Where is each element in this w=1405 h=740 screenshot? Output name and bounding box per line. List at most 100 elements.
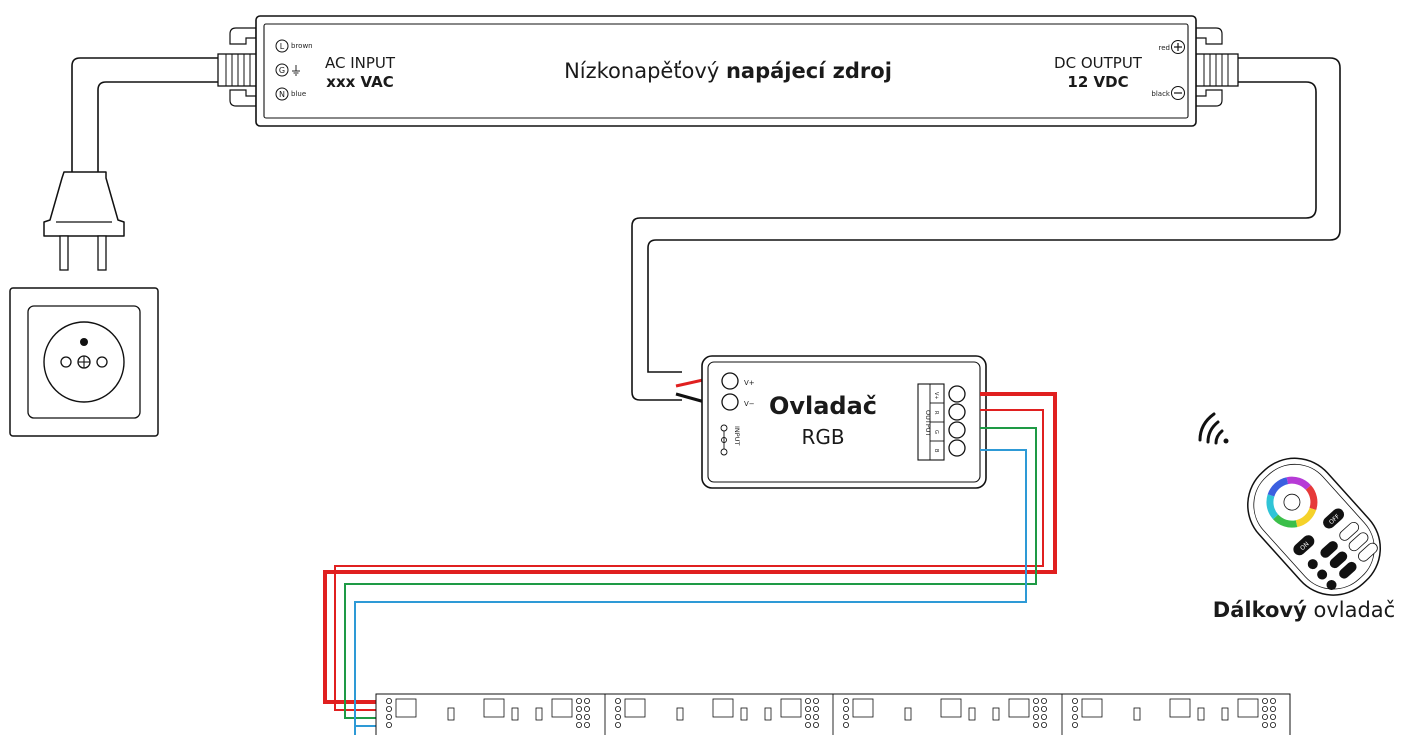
svg-text:OUTPUT: OUTPUT <box>924 410 932 437</box>
solder-pad <box>1270 714 1277 721</box>
svg-text:ON: ON <box>1299 541 1311 552</box>
ac-cable <box>71 57 222 172</box>
input-terminal-vplus: V+ <box>721 372 755 390</box>
rgb-controller: V+ V− INPUT Ovladač RGB OUTPUT V+ R G B <box>701 355 987 489</box>
ac-input-value: xxx VAC <box>326 73 393 91</box>
svg-text:red: red <box>1159 44 1170 52</box>
solder-pad <box>1072 706 1079 713</box>
wall-socket <box>9 287 159 437</box>
psu-title: Nízkonapěťový napájecí zdroj <box>564 59 892 83</box>
solder-pad <box>813 714 820 721</box>
solder-pad <box>805 706 812 713</box>
dc-cable <box>631 57 1341 401</box>
terminal-plus: red <box>1159 40 1185 54</box>
solder-pad <box>1033 722 1040 729</box>
solder-pad <box>1041 714 1048 721</box>
solder-pad <box>813 706 820 713</box>
svg-text:V+: V+ <box>933 392 939 400</box>
solder-pad <box>1262 714 1269 721</box>
led-chip <box>551 698 573 718</box>
resistor <box>740 707 748 721</box>
svg-text:blue: blue <box>291 90 306 98</box>
svg-text:R: R <box>933 411 939 415</box>
solder-pad <box>385 714 392 721</box>
led-chip <box>624 698 646 718</box>
solder-pad <box>813 722 820 729</box>
solder-pad <box>843 722 850 729</box>
input-polarity-icon <box>720 424 728 456</box>
remote-off-button <box>1323 508 1345 529</box>
solder-pad <box>1262 722 1269 729</box>
terminal-minus: black <box>1151 86 1185 100</box>
input-label: INPUT <box>733 426 741 445</box>
svg-text:black: black <box>1151 90 1171 98</box>
remote-label: Dálkový ovladač <box>1213 598 1395 622</box>
solder-pad <box>1033 714 1040 721</box>
solder-pad <box>576 714 583 721</box>
remote-control: ON OFF <box>1247 457 1382 596</box>
resistor <box>1133 707 1141 721</box>
led-chip <box>395 698 417 718</box>
svg-text:G: G <box>279 66 285 75</box>
ac-input-label: AC INPUT <box>325 54 396 72</box>
terminal-G: G <box>275 63 300 77</box>
color-wheel-icon <box>1266 476 1318 528</box>
led-chip <box>483 698 505 718</box>
solder-pad <box>1262 706 1269 713</box>
solder-pad <box>385 706 392 713</box>
resistor <box>968 707 976 721</box>
resistor <box>992 707 1000 721</box>
led-chip <box>852 698 874 718</box>
svg-text:V−: V− <box>744 400 755 408</box>
solder-pad <box>1270 722 1277 729</box>
svg-text:N: N <box>279 90 285 99</box>
solder-pad <box>805 698 812 705</box>
controller-subtitle: RGB <box>801 425 844 449</box>
solder-pad <box>805 714 812 721</box>
solder-pad <box>1072 722 1079 729</box>
resistor <box>1197 707 1205 721</box>
led-chip <box>780 698 802 718</box>
led-chip <box>1081 698 1103 718</box>
strain-relief-left <box>217 53 259 87</box>
solder-pad <box>1270 698 1277 705</box>
solder-pad <box>1041 722 1048 729</box>
svg-text:brown: brown <box>291 42 313 50</box>
led-chip <box>1169 698 1191 718</box>
psu-body <box>255 15 1197 127</box>
led-chip <box>1008 698 1030 718</box>
solder-pad <box>1270 706 1277 713</box>
input-terminal-vminus: V− <box>721 393 755 411</box>
solder-pad <box>1041 706 1048 713</box>
resistor <box>904 707 912 721</box>
solder-pad <box>385 698 392 705</box>
solder-pad <box>843 698 850 705</box>
wire-red <box>334 409 1044 711</box>
resistor <box>764 707 772 721</box>
output-terminal-vplus <box>948 385 966 403</box>
strain-relief-right <box>1195 53 1239 87</box>
led-segments <box>385 698 1277 729</box>
dc-output-value: 12 VDC <box>1067 73 1128 91</box>
dc-output-label: DC OUTPUT <box>1054 54 1143 72</box>
solder-pad <box>615 698 622 705</box>
solder-pad <box>584 698 591 705</box>
solder-pad <box>1033 706 1040 713</box>
solder-pad <box>615 722 622 729</box>
resistor <box>535 707 543 721</box>
solder-pad <box>813 698 820 705</box>
solder-pad <box>576 706 583 713</box>
wire-blue <box>354 449 1027 735</box>
solder-pad <box>1041 698 1048 705</box>
solder-pad <box>584 722 591 729</box>
solder-pad <box>385 722 392 729</box>
wire-green <box>344 427 1037 719</box>
remote-on-button <box>1293 535 1315 556</box>
output-terminal-g <box>948 421 966 439</box>
resistor <box>447 707 455 721</box>
resistor <box>676 707 684 721</box>
power-plug <box>43 171 125 271</box>
controller-title: Ovladač <box>769 392 877 420</box>
rgb-wires <box>323 392 1057 735</box>
